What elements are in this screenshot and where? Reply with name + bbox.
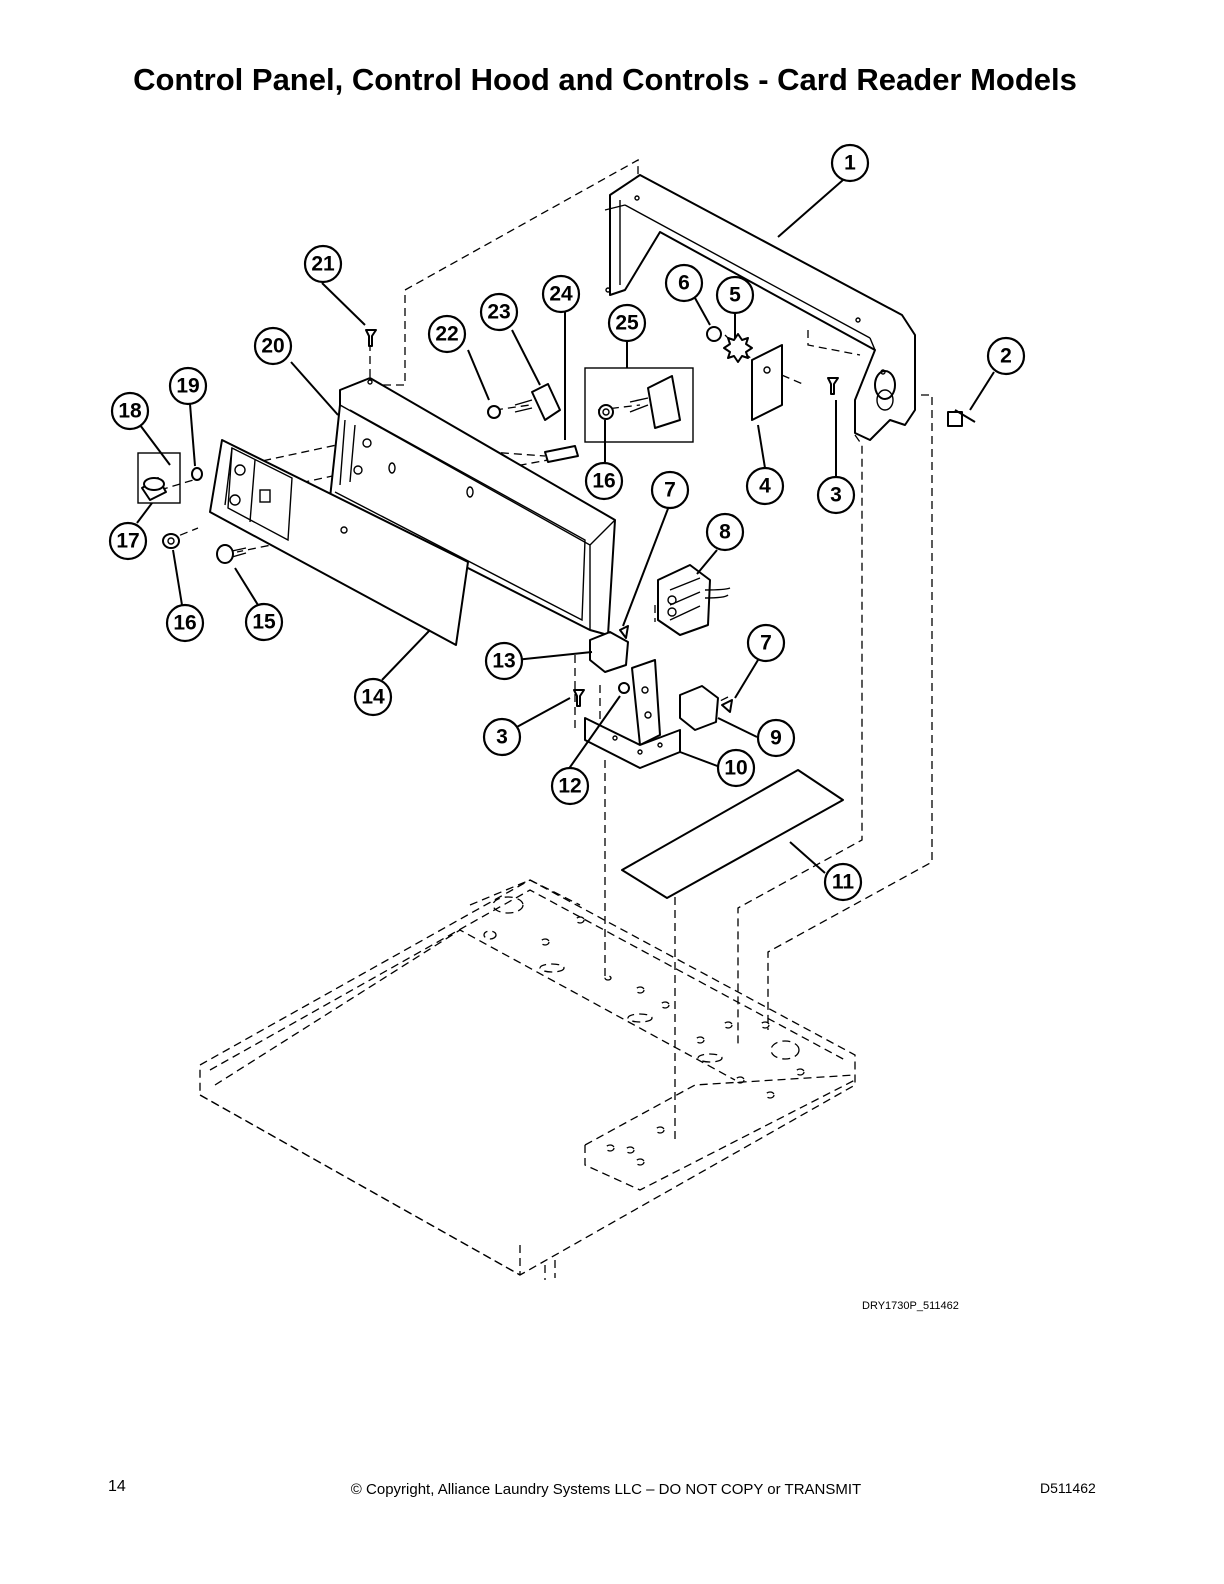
svg-text:21: 21 xyxy=(311,253,335,276)
star-washer-part-5 xyxy=(723,333,753,363)
callout-13: 13 xyxy=(484,641,524,681)
washer-part-22 xyxy=(487,405,501,419)
screw-part-21 xyxy=(365,329,377,347)
callout-10: 10 xyxy=(716,748,756,788)
callout-7-upper: 7 xyxy=(650,470,690,510)
callout-1: 1 xyxy=(830,143,870,183)
callout-19: 19 xyxy=(168,366,208,406)
copyright-notice: © Copyright, Alliance Laundry Systems LL… xyxy=(350,1481,862,1498)
screw-part-12 xyxy=(618,682,630,694)
svg-text:20: 20 xyxy=(261,335,284,358)
callout-17: 17 xyxy=(108,521,148,561)
callout-18: 18 xyxy=(110,391,150,431)
callout-5: 5 xyxy=(715,275,755,315)
svg-text:3: 3 xyxy=(496,726,508,749)
callout-2: 2 xyxy=(986,336,1026,376)
callout-23: 23 xyxy=(479,292,519,332)
leader-lines xyxy=(136,179,995,874)
callout-11: 11 xyxy=(823,862,863,902)
callout-9: 9 xyxy=(756,718,796,758)
callout-20: 20 xyxy=(253,326,293,366)
svg-text:22: 22 xyxy=(435,323,458,346)
callout-21: 21 xyxy=(303,244,343,284)
bolt-part-2 xyxy=(947,409,976,427)
thumbscrew-part-15 xyxy=(216,544,247,564)
svg-text:15: 15 xyxy=(252,611,276,634)
page-title: Control Panel, Control Hood and Controls… xyxy=(133,62,1077,97)
callout-16-mid: 16 xyxy=(584,461,624,501)
plate-part-4 xyxy=(751,344,783,421)
svg-text:7: 7 xyxy=(760,632,772,655)
svg-text:16: 16 xyxy=(173,612,196,635)
callout-14: 14 xyxy=(353,677,393,717)
callout-25: 25 xyxy=(607,303,647,343)
svg-text:4: 4 xyxy=(759,475,771,498)
callout-3: 3 xyxy=(816,475,856,515)
callout-12: 12 xyxy=(550,766,590,806)
svg-text:2: 2 xyxy=(1000,345,1012,368)
relay-part-9 xyxy=(679,685,719,731)
callout-8: 8 xyxy=(705,512,745,552)
plate-part-11 xyxy=(621,769,844,899)
svg-text:9: 9 xyxy=(770,727,782,750)
callout-22: 22 xyxy=(427,314,467,354)
switch-assembly-box xyxy=(584,367,694,443)
callout-24: 24 xyxy=(541,274,581,314)
screw-part-3-upper xyxy=(827,377,839,395)
screw-part-3-lower xyxy=(573,689,585,707)
svg-text:23: 23 xyxy=(487,301,510,324)
relay-part-13 xyxy=(589,631,629,673)
callout-7-lower: 7 xyxy=(746,623,786,663)
lamp-part-24 xyxy=(544,445,579,463)
callout-15: 15 xyxy=(244,602,284,642)
svg-text:7: 7 xyxy=(664,479,676,502)
svg-text:1: 1 xyxy=(844,152,856,175)
dryer-cabinet-outline xyxy=(199,879,856,1280)
svg-text:24: 24 xyxy=(549,283,573,306)
svg-text:19: 19 xyxy=(176,375,199,398)
svg-text:17: 17 xyxy=(116,530,139,553)
callout-4: 4 xyxy=(745,466,785,506)
callout-16-left: 16 xyxy=(165,603,205,643)
svg-text:8: 8 xyxy=(719,521,731,544)
svg-text:6: 6 xyxy=(678,272,690,295)
screw-part-7-lower xyxy=(721,699,733,713)
relay-part-8 xyxy=(657,564,731,636)
svg-text:13: 13 xyxy=(492,650,515,673)
svg-text:18: 18 xyxy=(118,400,142,423)
svg-text:12: 12 xyxy=(558,775,581,798)
svg-text:14: 14 xyxy=(361,686,385,709)
control-panel xyxy=(329,377,616,636)
svg-text:16: 16 xyxy=(592,470,615,493)
callout-6: 6 xyxy=(664,263,704,303)
svg-text:11: 11 xyxy=(832,871,855,894)
svg-text:25: 25 xyxy=(615,312,639,335)
nut-part-6 xyxy=(706,326,722,342)
screw-part-7-upper xyxy=(619,625,629,639)
switch-part-23 xyxy=(514,383,561,421)
document-number: D511462 xyxy=(1040,1480,1096,1496)
svg-text:10: 10 xyxy=(724,757,747,780)
overlay-panel xyxy=(209,439,469,646)
control-hood xyxy=(604,174,916,441)
knob-assembly xyxy=(137,452,203,549)
bracket-part-10 xyxy=(584,659,681,769)
svg-text:3: 3 xyxy=(830,484,842,507)
figure-reference: DRY1730P_511462 xyxy=(862,1300,959,1312)
callout-3-lower: 3 xyxy=(482,717,522,757)
page-number: 14 xyxy=(108,1478,126,1495)
svg-text:5: 5 xyxy=(729,284,741,307)
